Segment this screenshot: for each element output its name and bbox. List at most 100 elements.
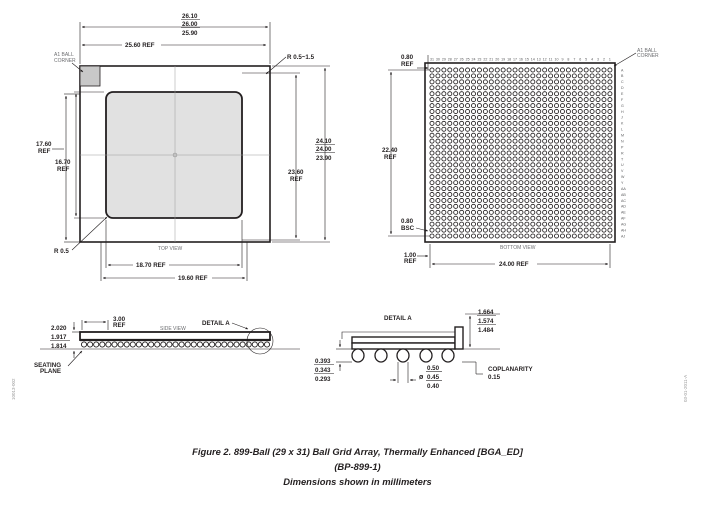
ball xyxy=(494,97,500,103)
ball xyxy=(595,192,601,198)
ball xyxy=(554,109,560,114)
column-label: 20 xyxy=(495,58,499,62)
ball xyxy=(559,180,565,186)
ball xyxy=(542,126,548,132)
ball xyxy=(459,174,465,180)
ball xyxy=(601,150,607,156)
ball xyxy=(512,192,518,198)
ball xyxy=(453,156,459,162)
row-label: L xyxy=(621,128,623,132)
ball xyxy=(429,162,435,168)
ball xyxy=(554,186,560,192)
ball xyxy=(488,114,494,120)
column-label: 21 xyxy=(489,58,493,62)
ball xyxy=(494,109,500,114)
ball xyxy=(500,138,506,144)
ball xyxy=(524,85,530,91)
ball xyxy=(429,114,435,120)
ball xyxy=(542,180,548,186)
ball xyxy=(500,79,506,85)
ball xyxy=(500,203,506,209)
ball xyxy=(435,120,441,126)
ball xyxy=(530,120,536,126)
ball xyxy=(465,97,471,103)
ball xyxy=(435,114,441,120)
ball xyxy=(524,192,530,198)
ball xyxy=(435,126,441,132)
ball xyxy=(435,138,441,144)
ball xyxy=(601,186,607,192)
ball xyxy=(471,103,476,109)
ball xyxy=(548,186,554,192)
ball xyxy=(601,156,607,162)
ball xyxy=(548,209,554,215)
side-ball xyxy=(263,341,271,348)
ball xyxy=(589,168,595,174)
ball xyxy=(565,221,571,227)
ball xyxy=(554,79,560,85)
side-ball xyxy=(141,341,149,348)
ball xyxy=(518,85,524,91)
ball xyxy=(595,67,601,73)
ball xyxy=(488,168,494,174)
ball xyxy=(447,144,453,150)
ball xyxy=(577,67,583,73)
ball xyxy=(607,221,613,227)
ball xyxy=(441,150,447,156)
ball xyxy=(548,215,554,221)
ball xyxy=(595,227,601,233)
ball xyxy=(559,132,565,138)
ball xyxy=(512,197,518,203)
ball xyxy=(482,197,488,203)
ball xyxy=(494,215,500,221)
ball xyxy=(476,221,482,227)
row-label: W xyxy=(621,175,625,179)
ball xyxy=(595,126,601,132)
ball xyxy=(571,79,577,85)
side-ball xyxy=(215,341,222,348)
ball xyxy=(429,227,435,233)
ball xyxy=(601,162,607,168)
ball xyxy=(542,150,548,156)
ball xyxy=(506,132,512,138)
ball xyxy=(536,91,542,97)
top-left-inner-label: REF xyxy=(57,166,70,173)
ball xyxy=(447,126,453,132)
ball xyxy=(506,85,512,91)
ball xyxy=(488,67,494,73)
ball xyxy=(494,132,500,138)
ball xyxy=(465,174,471,180)
ball xyxy=(542,138,548,144)
detail-top-min: 1.484 xyxy=(478,327,494,334)
side-ball xyxy=(111,341,118,348)
ball xyxy=(583,109,589,114)
ball xyxy=(518,97,524,103)
ball xyxy=(548,132,554,138)
ball xyxy=(554,209,560,215)
ball xyxy=(447,103,453,109)
ball xyxy=(471,114,476,120)
ball xyxy=(482,156,488,162)
bottom-edge-ref-label: REF xyxy=(404,258,417,265)
side-ball xyxy=(160,341,167,348)
ball xyxy=(429,103,435,109)
ball xyxy=(530,168,536,174)
ball xyxy=(542,168,548,174)
coplanarity-label: COPLANARITY xyxy=(488,366,534,373)
ball xyxy=(435,203,441,209)
top-width-max: 26.10 xyxy=(182,13,198,20)
side-ball xyxy=(209,341,216,348)
ball xyxy=(482,209,488,215)
ball xyxy=(482,85,488,91)
ball xyxy=(524,180,530,186)
ball xyxy=(494,221,500,227)
ball xyxy=(465,73,471,79)
column-label: 11 xyxy=(549,58,553,62)
detail-ball-diameter-nominal: 0.45 xyxy=(427,374,440,381)
ball xyxy=(459,162,465,168)
ball xyxy=(441,197,447,203)
ball xyxy=(607,162,613,168)
ball xyxy=(583,197,589,203)
ball xyxy=(571,132,577,138)
ball xyxy=(494,233,500,239)
